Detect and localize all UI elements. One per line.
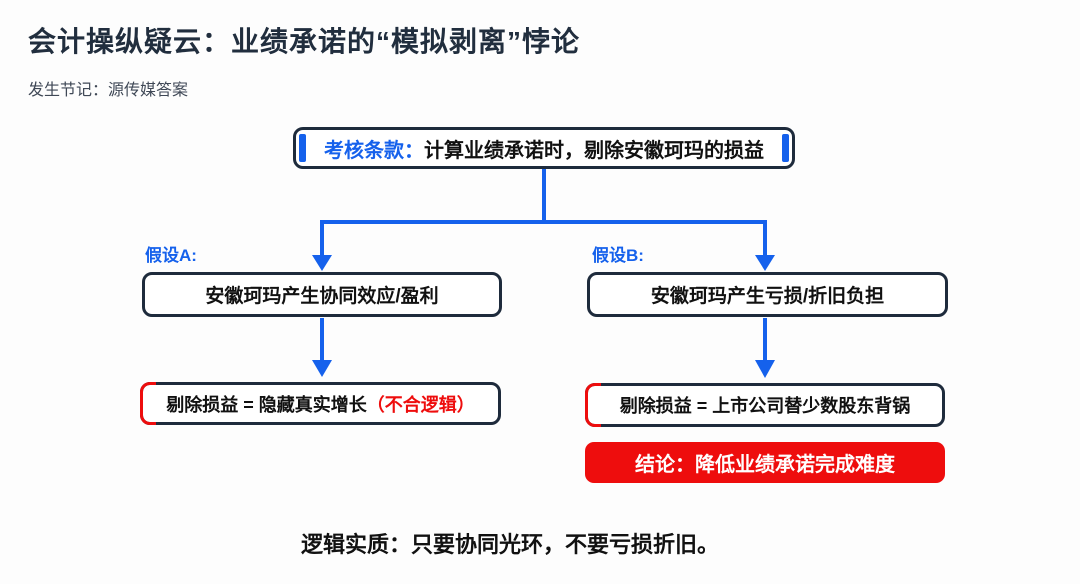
conclusion-box: 结论：降低业绩承诺完成难度 — [585, 442, 945, 483]
branch-a-result-box: 剔除损益 = 隐藏真实增长（不合逻辑） — [140, 382, 501, 425]
branch-a-result-text: 剔除损益 = 隐藏真实增长 — [166, 394, 367, 415]
root-condition-box: 考核条款：计算业绩承诺时，剔除安徽珂玛的损益 — [293, 127, 795, 169]
page-title: 会计操纵疑云：业绩承诺的“模拟剥离”悖论 — [28, 26, 581, 57]
branch-b-result-box: 剔除损益 = 上市公司替少数股东背锅 — [585, 383, 945, 427]
branch-b-hypothesis-text: 安徽珂玛产生亏损/折旧负担 — [650, 286, 885, 307]
branch-b-result-text: 剔除损益 = 上市公司替少数股东背锅 — [619, 396, 911, 416]
footer-statement: 逻辑实质：只要协同光环，不要亏损折旧。 — [300, 532, 719, 557]
blue-accent-bar-left — [299, 134, 306, 162]
branch-b-hypothesis-box: 安徽珂玛产生亏损/折旧负担 — [587, 272, 948, 317]
page-subtitle: 发生节记：源传媒答案 — [28, 82, 189, 99]
branch-a-label: 假设A: — [145, 246, 197, 265]
red-accent-edge — [140, 382, 156, 425]
root-condition-text: 计算业绩承诺时，剔除安徽珂玛的损益 — [424, 139, 764, 162]
branch-b-label: 假设B: — [592, 246, 644, 265]
branch-a-result-note: （不合逻辑） — [366, 394, 475, 415]
red-accent-edge — [585, 383, 601, 427]
branch-a-hypothesis-box: 安徽珂玛产生协同效应/盈利 — [142, 272, 502, 317]
root-condition-prefix: 考核条款： — [324, 139, 424, 162]
blue-accent-bar-right — [782, 134, 789, 162]
branch-a-hypothesis-text: 安徽珂玛产生协同效应/盈利 — [205, 286, 439, 307]
